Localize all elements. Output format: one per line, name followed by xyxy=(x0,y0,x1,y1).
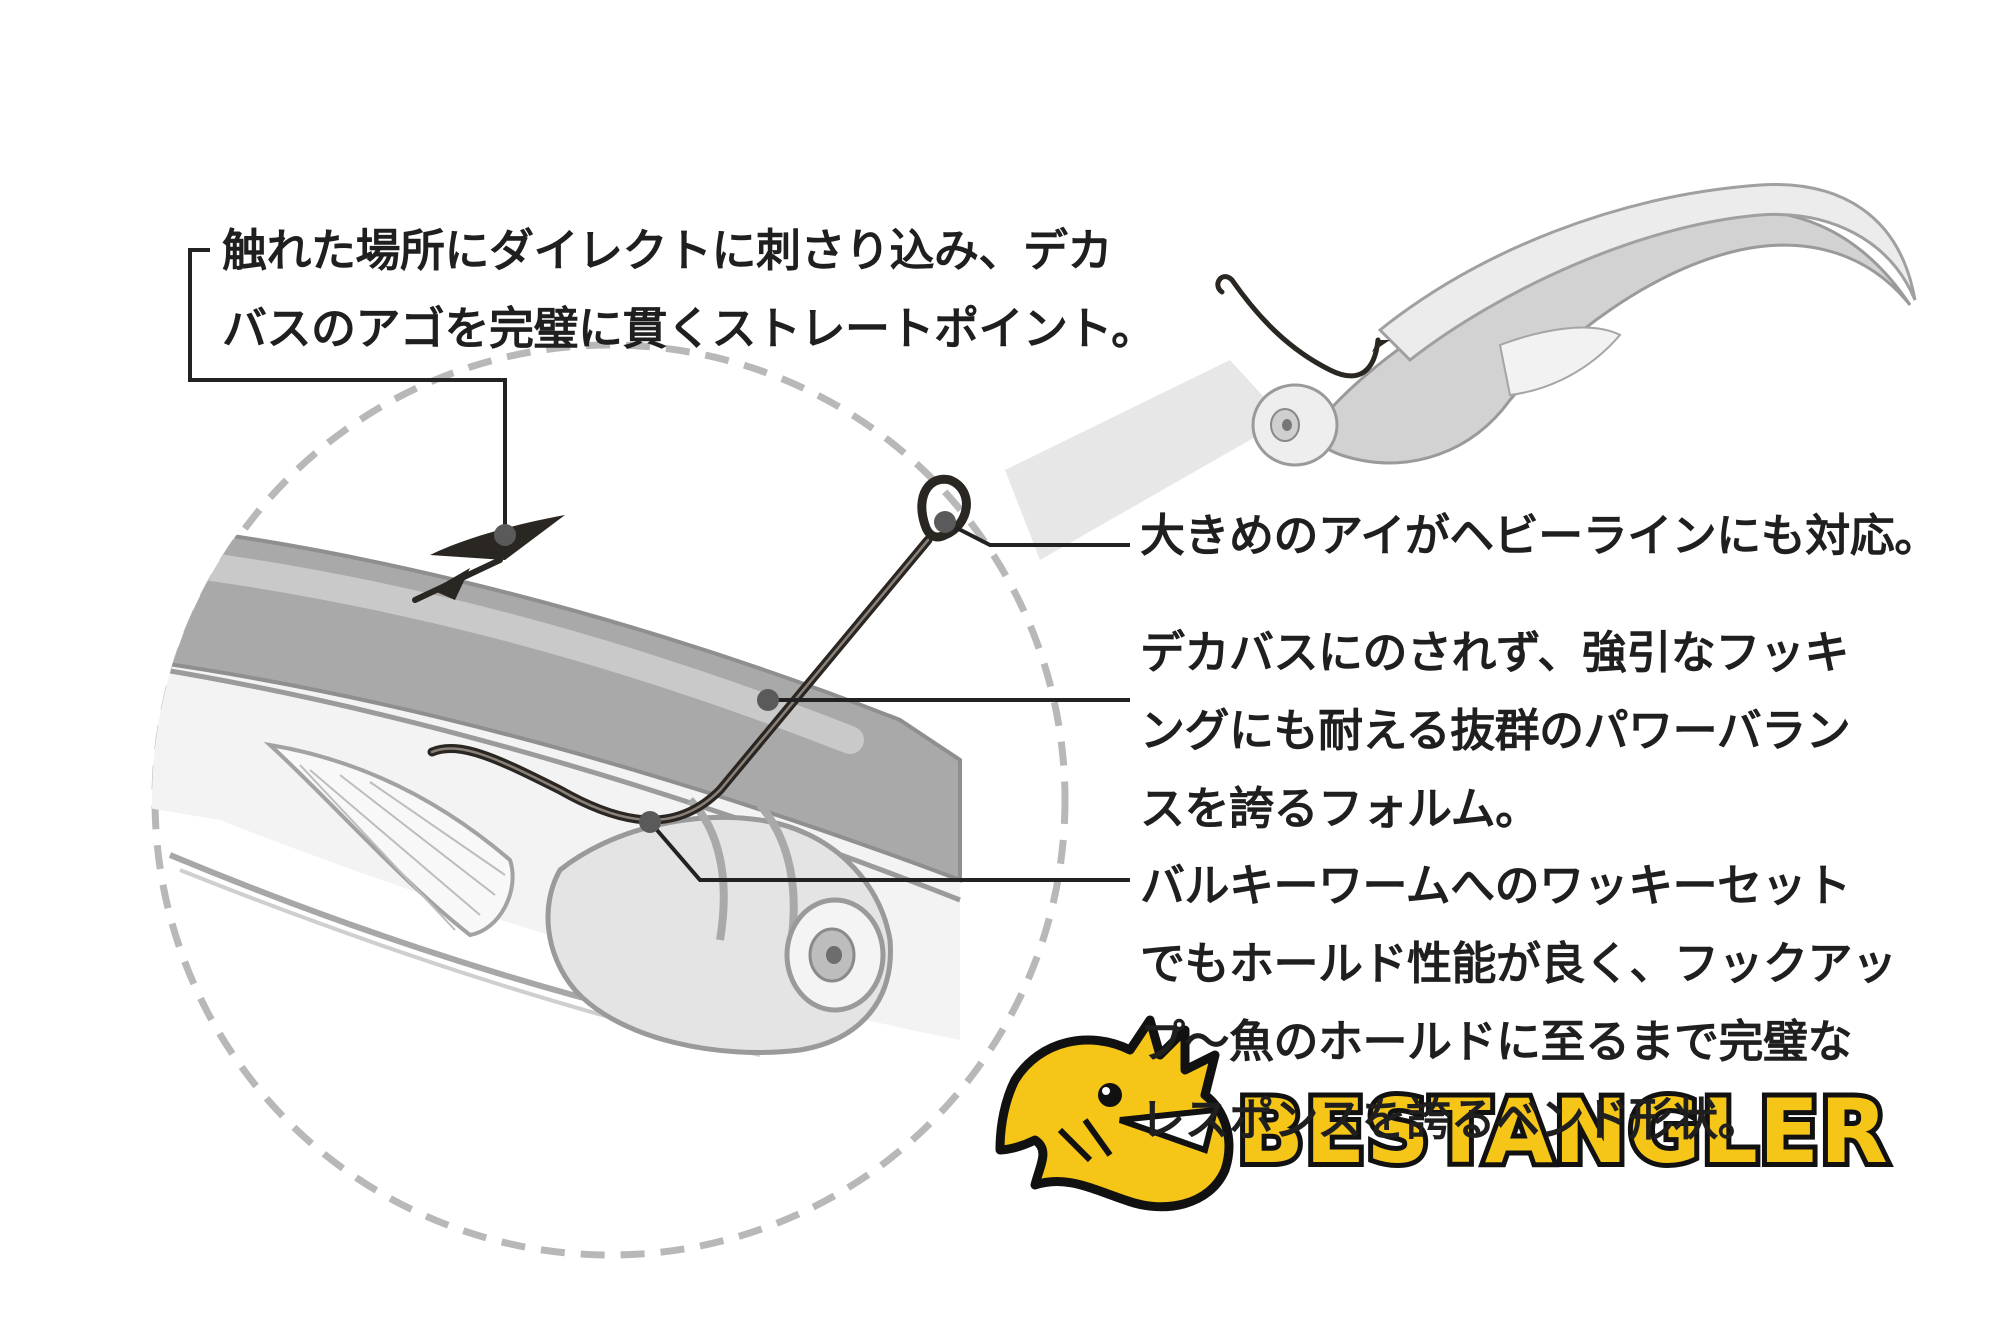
leader-point xyxy=(188,248,507,535)
magnification-beam xyxy=(1005,360,1285,560)
callout-bend-shape: バルキーワームへのワッキーセット でもホールド性能が良く、フックアッ プ〜魚のホ… xyxy=(1140,847,1897,1159)
callout-line: レスポンスを誇るベンド形状。 xyxy=(1140,1093,1763,1146)
leader-bend xyxy=(648,820,1130,882)
magnification-circle xyxy=(151,341,1069,1259)
callout-line: 大きめのアイがヘビーラインにも対応。 xyxy=(1140,509,1939,562)
leader-lines xyxy=(188,248,1130,882)
callout-line: でもホールド性能が良く、フックアッ xyxy=(1140,937,1897,990)
piranha-mascot-icon xyxy=(995,1015,1234,1212)
callout-shank-form: デカバスにのされず、強引なフッキ ングにも耐える抜群のパワーバラン スを誇るフォ… xyxy=(1140,614,1851,848)
brand-logo: BESTANGLER xyxy=(995,1015,1893,1212)
callout-line: プ〜魚のホールドに至るまで完璧な xyxy=(1140,1015,1853,1068)
brand-name: BESTANGLER xyxy=(1237,1080,1889,1183)
callout-line: デカバスにのされず、強引なフッキ xyxy=(1140,626,1849,679)
small-hook-icon xyxy=(1215,274,1381,379)
large-lure-illustration xyxy=(152,517,962,1057)
small-lure-illustration xyxy=(1215,183,1917,467)
callout-line: ングにも耐える抜群のパワーバラン xyxy=(1140,704,1851,757)
leader-eye xyxy=(944,520,1130,547)
callout-large-eye: 大きめのアイがヘビーラインにも対応。 xyxy=(1140,497,1939,575)
leader-dots xyxy=(494,511,956,833)
callout-line: スを誇るフォルム。 xyxy=(1140,782,1540,835)
callout-line: バルキーワームへのワッキーセット xyxy=(1140,859,1851,912)
callout-line: バスのアゴを完璧に貫くストレートポイント。 xyxy=(222,302,1156,355)
callout-straight-point: 触れた場所にダイレクトに刺さり込み、デカ バスのアゴを完璧に貫くストレートポイン… xyxy=(222,212,1156,368)
callout-line: 触れた場所にダイレクトに刺さり込み、デカ xyxy=(222,224,1113,277)
